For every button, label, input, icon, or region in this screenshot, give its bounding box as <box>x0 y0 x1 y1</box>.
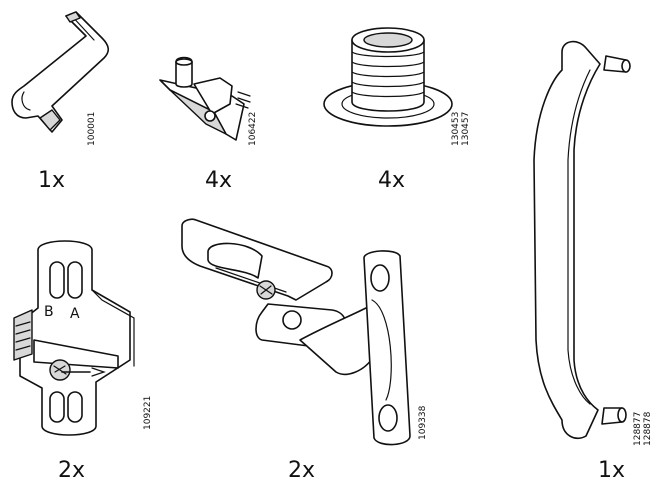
quantity-handle: 1x <box>598 458 626 483</box>
door-bumper-icon <box>323 27 453 127</box>
part-code-handle-b: 128878 <box>643 411 653 446</box>
quantity-shelf-support: 4x <box>205 168 233 193</box>
quantity-mounting-plate: 2x <box>58 458 86 483</box>
allen-key-icon <box>11 11 110 133</box>
part-code-shelf-support: 106422 <box>248 111 258 146</box>
plate-letter-b: B <box>44 304 54 320</box>
part-code-mounting-plate: 109221 <box>143 395 153 430</box>
handle-icon <box>533 40 631 440</box>
plate-letter-a: A <box>70 306 80 322</box>
hinge-icon <box>181 218 411 446</box>
mounting-plate-icon <box>13 240 135 436</box>
part-code-hinge: 109338 <box>418 405 428 440</box>
part-code-door-bumper-a: 130453 <box>451 111 461 146</box>
quantity-hinge: 2x <box>288 458 316 483</box>
part-code-door-bumper-b: 130457 <box>461 111 471 146</box>
shelf-support-icon <box>159 56 251 141</box>
part-code-allen-key: 100001 <box>87 111 97 146</box>
quantity-allen-key: 1x <box>38 168 66 193</box>
part-code-handle-a: 128877 <box>633 411 643 446</box>
quantity-door-bumper: 4x <box>378 168 406 193</box>
